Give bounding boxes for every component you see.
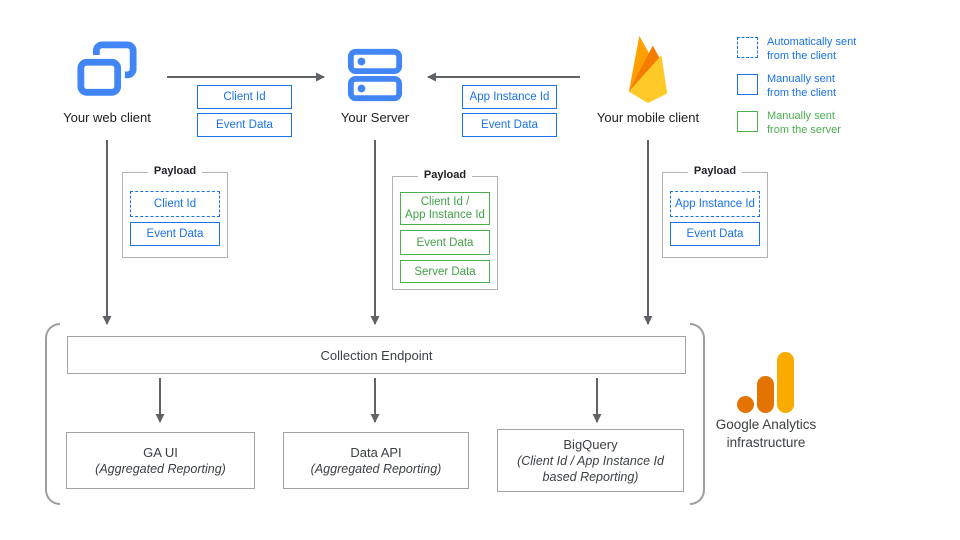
web-client-icon	[76, 41, 137, 100]
mobile-client-label: Your mobile client	[596, 110, 700, 125]
ga-ui-title: GA UI	[143, 445, 178, 460]
payload-mobile-event-data: Event Data	[670, 222, 760, 246]
infrastructure-bracket-left	[45, 323, 60, 505]
legend-swatch-auto-client	[737, 37, 758, 58]
legend-label-manual-client: Manually sent from the client	[767, 73, 837, 99]
collection-endpoint-label: Collection Endpoint	[320, 347, 433, 363]
data-api-box: Data API (Aggregated Reporting)	[283, 432, 469, 489]
legend-label-manual-server: Manually sent from the server	[767, 110, 841, 136]
bigquery-box: BigQuery (Client Id / App Instance Id ba…	[497, 429, 684, 492]
flow-box-client-id: Client Id	[197, 85, 292, 109]
flow-box-event-data-mobile: Event Data	[462, 113, 557, 137]
payload-mobile-app-instance-id: App Instance Id	[670, 191, 760, 217]
infrastructure-bracket-right	[690, 323, 705, 505]
data-api-title: Data API	[350, 445, 402, 460]
payload-server-event-data: Event Data	[400, 230, 490, 255]
legend-swatch-manual-client	[737, 74, 758, 95]
payload-box-web: Payload Client Id Event Data	[122, 165, 228, 258]
payload-box-server: Payload Client Id / App Instance Id Even…	[392, 169, 498, 290]
ga-ui-subtitle: (Aggregated Reporting)	[95, 462, 226, 476]
data-api-subtitle: (Aggregated Reporting)	[310, 462, 442, 476]
bigquery-subtitle: (Client Id / App Instance Id based Repor…	[517, 454, 664, 484]
firebase-icon	[628, 35, 668, 104]
payload-server-title: Payload	[417, 169, 473, 181]
server-icon	[347, 48, 403, 102]
payload-web-client-id: Client Id	[130, 191, 220, 217]
flow-box-app-instance-id: App Instance Id	[462, 85, 557, 109]
payload-web-title: Payload	[147, 165, 203, 177]
payload-server-server-data: Server Data	[400, 260, 490, 283]
web-client-label: Your web client	[63, 110, 151, 125]
payload-web-event-data: Event Data	[130, 222, 220, 246]
collection-endpoint-box: Collection Endpoint	[67, 336, 686, 374]
google-analytics-icon	[737, 352, 794, 413]
ga-ui-box: GA UI (Aggregated Reporting)	[66, 432, 255, 489]
server-label: Your Server	[340, 110, 410, 125]
bigquery-title: BigQuery	[563, 437, 618, 452]
payload-box-mobile: Payload App Instance Id Event Data	[662, 165, 768, 258]
payload-server-ids: Client Id / App Instance Id	[400, 192, 490, 225]
legend-swatch-manual-server	[737, 111, 758, 132]
flow-box-event-data-web: Event Data	[197, 113, 292, 137]
ga-infrastructure-label: Google Analytics infrastructure	[715, 417, 817, 450]
legend-label-auto-client: Automatically sent from the client	[767, 36, 857, 62]
payload-mobile-title: Payload	[687, 165, 743, 177]
